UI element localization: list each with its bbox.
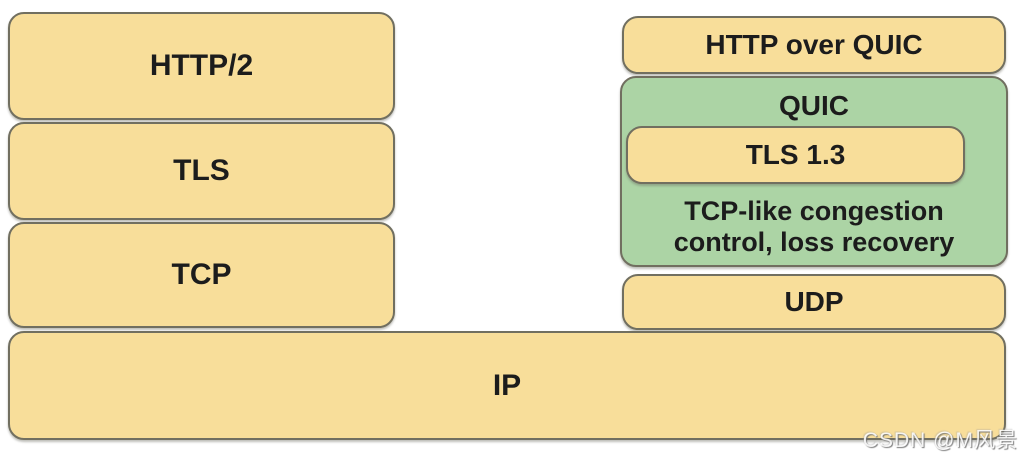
tcp-box: TCP — [8, 222, 395, 328]
http-over-quic-box: HTTP over QUIC — [622, 16, 1006, 74]
udp-box: UDP — [622, 274, 1006, 330]
quic-box: QUIC TLS 1.3 TCP-like congestion control… — [620, 76, 1008, 267]
ip-box: IP — [8, 331, 1006, 440]
tls13-box: TLS 1.3 — [626, 126, 965, 184]
congestion-control-text-inner: TCP-like congestion control, loss recove… — [673, 196, 955, 257]
quic-label: QUIC — [779, 90, 849, 121]
watermark: CSDN @M风景 — [862, 429, 1018, 452]
tls-box: TLS — [8, 122, 395, 220]
http2-box: HTTP/2 — [8, 12, 395, 120]
congestion-control-text: TCP-like congestion control, loss recove… — [622, 196, 1006, 258]
